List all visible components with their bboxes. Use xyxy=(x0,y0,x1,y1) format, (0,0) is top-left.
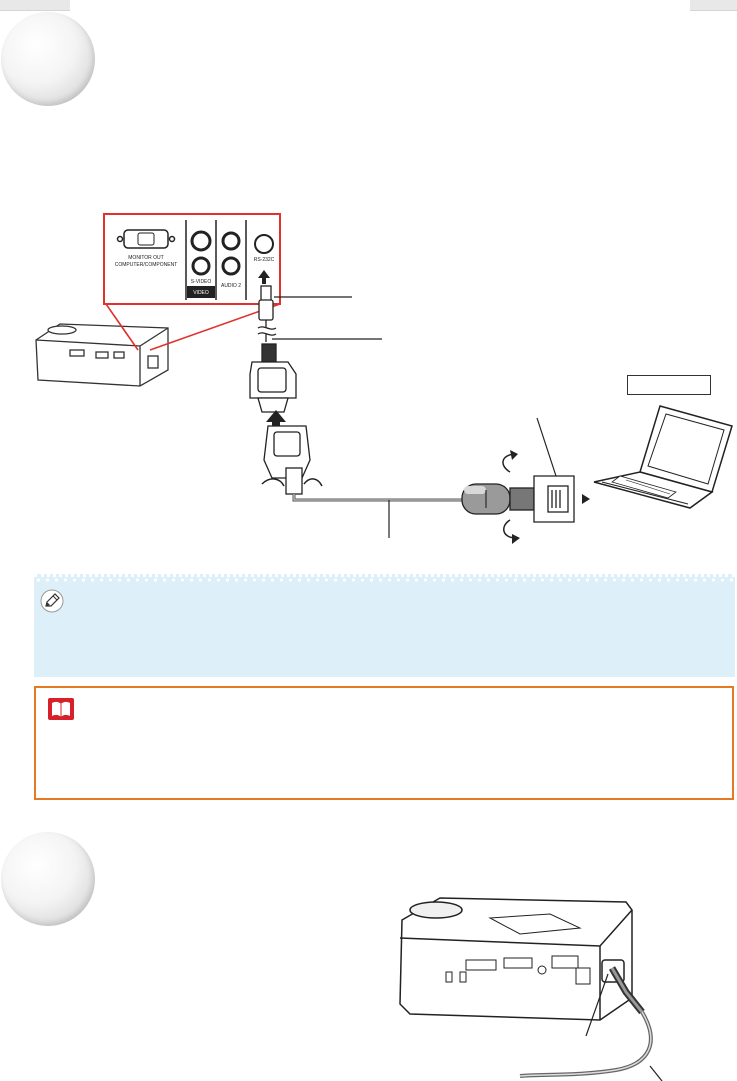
screw-arrow-right xyxy=(303,478,323,487)
rs232-cable xyxy=(292,494,472,502)
info-box xyxy=(34,686,734,800)
note-dots-border xyxy=(34,577,735,583)
ferrite-core xyxy=(461,483,511,515)
video-label-bg xyxy=(187,286,215,298)
section-marker-connect xyxy=(1,12,95,106)
monitor-out-label: MONITOR OUT xyxy=(128,255,163,261)
laptop xyxy=(593,405,733,509)
power-callout-line-2 xyxy=(649,1065,663,1081)
monitor-out-port xyxy=(116,229,176,249)
projector-power-illustration xyxy=(399,897,663,1081)
screw-arrow-left xyxy=(261,478,285,487)
up-arrow-small xyxy=(258,270,270,284)
pencil-note-icon xyxy=(40,589,64,613)
db9-connector-lower xyxy=(263,425,311,495)
db9-adapter-upper xyxy=(249,343,297,413)
audio2-label: AUDIO 2 xyxy=(221,283,241,289)
mini-din-plug xyxy=(257,285,277,342)
screw-arrow-top xyxy=(502,453,515,473)
up-arrow-medium xyxy=(266,410,286,430)
av-ports xyxy=(185,220,274,300)
s-video-label: S-VIDEO xyxy=(191,279,212,285)
open-book-icon xyxy=(48,698,74,720)
db9-pc-connector xyxy=(509,475,575,523)
top-tab-right xyxy=(690,0,737,11)
callout-line-4 xyxy=(536,417,557,477)
rs232c-label: RS-232C xyxy=(254,257,275,263)
computer-component-label: COMPUTER/COMPONENT xyxy=(115,262,178,268)
note-box xyxy=(34,574,735,677)
video-label: VIDEO xyxy=(193,290,209,296)
pc-label-box xyxy=(627,375,711,395)
right-arrow-small xyxy=(582,494,590,504)
projector-small xyxy=(35,323,169,387)
rs232c-connection-diagram: MONITOR OUT COMPUTER/COMPONENT S-VIDEO V… xyxy=(35,213,733,544)
power-callout-line-1 xyxy=(585,973,609,1037)
top-tab-left xyxy=(0,0,70,11)
section-marker-power xyxy=(1,832,95,926)
